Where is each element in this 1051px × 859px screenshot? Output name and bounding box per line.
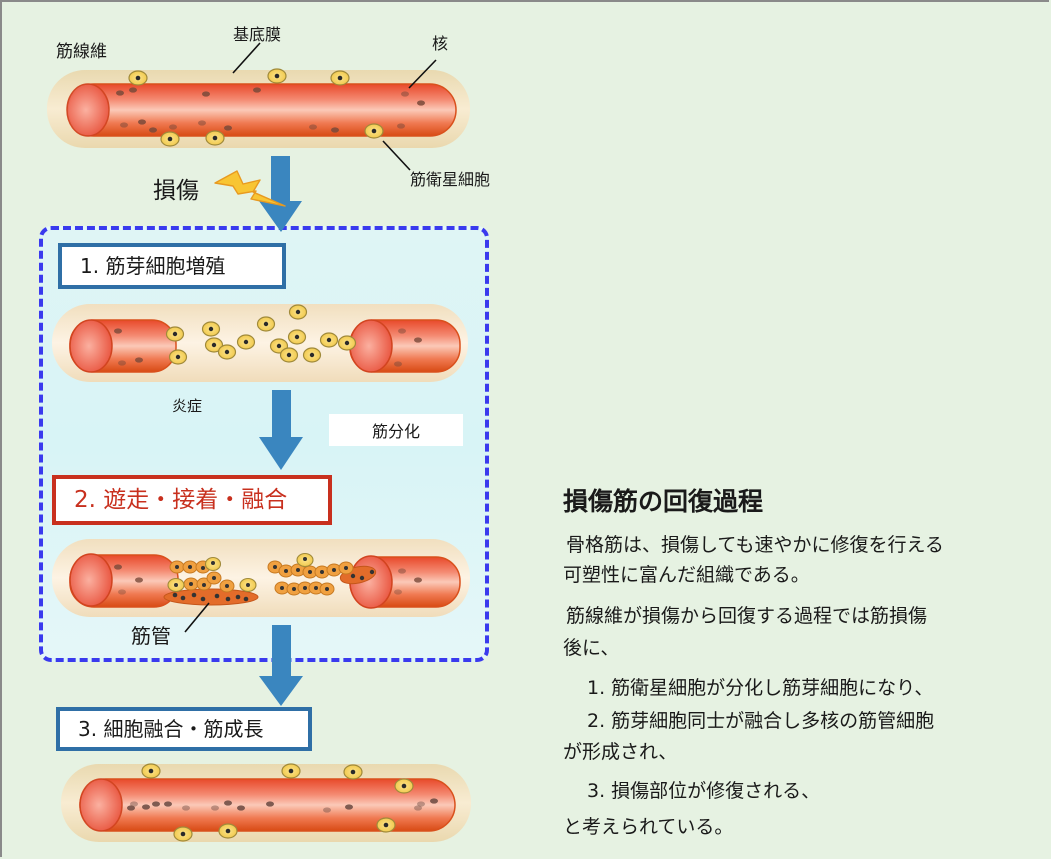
panel-title: 損傷筋の回復過程 — [563, 487, 764, 516]
step-3-label: 3. 細胞融合・筋成長 — [78, 717, 264, 741]
step-1-label: 1. 筋芽細胞増殖 — [80, 254, 226, 278]
basement-membrane-leader-line — [232, 42, 261, 74]
fiber-cross-section — [66, 83, 110, 137]
step-1-box: 1. 筋芽細胞増殖 — [58, 243, 286, 289]
fiber-cross-section-left — [69, 553, 113, 607]
step-3-box: 3. 細胞融合・筋成長 — [56, 707, 312, 751]
fiber-cross-section-right — [349, 319, 393, 373]
paragraph-line-2: 可塑性に富んだ組織である。 — [563, 564, 810, 586]
paragraph-line-3: 筋線維が損傷から回復する過程では筋損傷 — [566, 605, 928, 627]
step-2-box: 2. 遊走・接着・融合 — [52, 475, 332, 525]
arrow-down-1 — [259, 156, 302, 232]
paragraph-line-4: 後に、 — [563, 637, 620, 659]
basement-membrane-label: 基底膜 — [233, 25, 282, 44]
differentiation-label-box: 筋分化 — [329, 414, 463, 446]
muscle-fiber-damaged-proliferation — [52, 304, 468, 382]
inflammation-label: 炎症 — [172, 397, 203, 415]
paragraph-conclusion: と考えられている。 — [563, 816, 734, 838]
list-item-3: 3. 損傷部位が修復される、 — [587, 780, 821, 802]
myotube-leader-line — [184, 602, 210, 633]
satellite-cell-label: 筋衛星細胞 — [410, 170, 491, 189]
myoblasts-fusing — [167, 552, 354, 596]
arrow-down-3 — [259, 625, 303, 706]
satellite-cells-proliferating — [165, 304, 357, 365]
list-item-2: 2. 筋芽細胞同士が融合し多核の筋管細胞 — [587, 710, 935, 732]
step-2-label: 2. 遊走・接着・融合 — [74, 486, 288, 513]
fiber-cross-section — [79, 778, 123, 832]
muscle-fiber-regenerated — [61, 763, 471, 842]
lightning-bolt-icon — [214, 170, 286, 207]
list-item-1: 1. 筋衛星細胞が分化し筋芽細胞になり、 — [587, 677, 934, 699]
myotube — [163, 588, 259, 606]
differentiation-label: 筋分化 — [371, 422, 420, 441]
nucleus-label: 核 — [432, 34, 449, 53]
muscle-fiber-intact — [47, 42, 470, 171]
list-item-2-continued: が形成され、 — [563, 741, 678, 763]
muscle-fiber-label: 筋線維 — [56, 42, 107, 62]
arrow-down-2 — [259, 390, 303, 470]
satellite-cells-group — [141, 763, 414, 842]
myotube-label: 筋管 — [131, 624, 171, 648]
paragraph-line-1: 骨格筋は、損傷しても速やかに修復を行える — [566, 534, 944, 556]
satellite-cells-group — [128, 68, 384, 147]
injury-label: 損傷 — [153, 178, 199, 204]
fiber-cross-section-left — [69, 319, 113, 373]
satellite-cell-leader-line — [382, 140, 411, 171]
nucleus-leader-line — [408, 59, 437, 89]
muscle-fiber-fusing — [52, 539, 470, 633]
muscle-fiber-body — [67, 83, 457, 137]
nuclei-group — [116, 87, 425, 133]
